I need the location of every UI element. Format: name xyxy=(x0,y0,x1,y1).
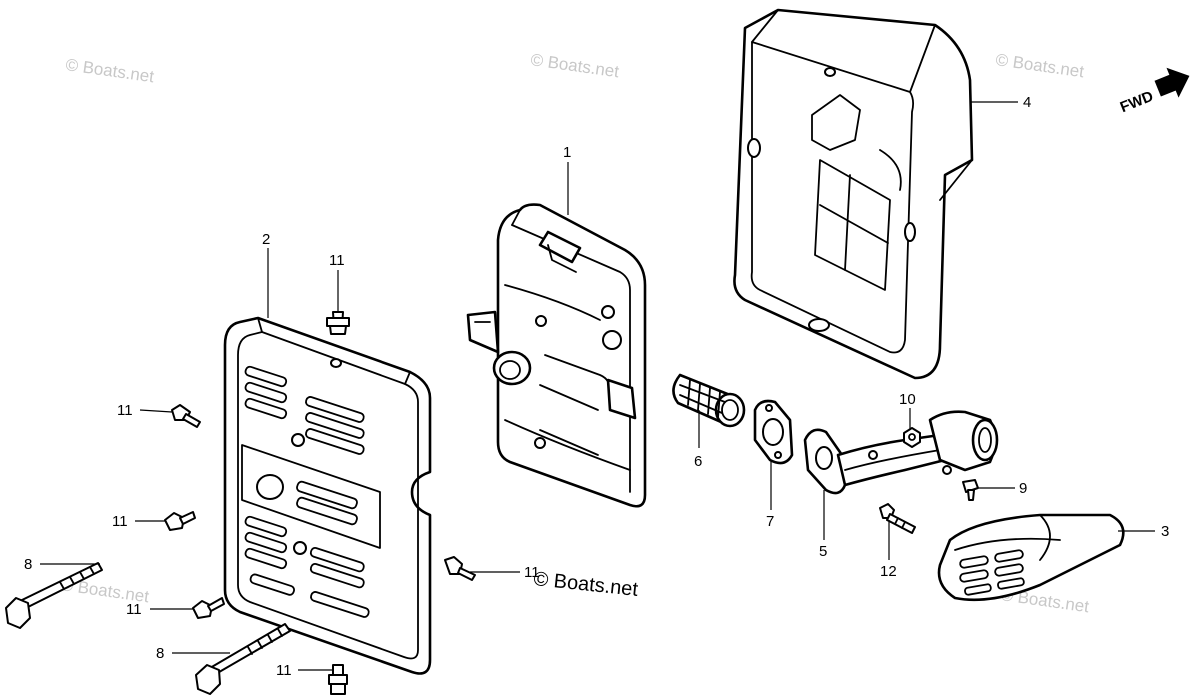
part-7-gasket xyxy=(753,399,794,465)
part-8-bolt-upper xyxy=(5,562,103,629)
part-11-bolt-b xyxy=(171,404,201,428)
part-4-muffler-cover xyxy=(733,8,974,380)
leader-lines xyxy=(40,101,1155,671)
part-2-muffler-protector xyxy=(223,316,432,675)
part-12-bolt xyxy=(879,503,916,534)
part-11-bolt-c xyxy=(164,511,196,531)
callout-11-b: 11 xyxy=(117,402,133,419)
callout-11-e: 11 xyxy=(276,662,292,679)
callout-7: 7 xyxy=(766,513,774,530)
watermark-top-left: © Boats.net xyxy=(64,55,155,86)
fwd-label: FWD xyxy=(1118,88,1156,117)
callout-5: 5 xyxy=(819,543,827,560)
part-3-deflector xyxy=(937,513,1125,602)
part-6-spark-arrester xyxy=(672,373,746,428)
fwd-arrow-icon xyxy=(1154,67,1190,98)
callout-4: 4 xyxy=(1023,94,1031,111)
watermark-top-right: © Boats.net xyxy=(994,50,1085,81)
fwd-direction-indicator: FWD xyxy=(1118,67,1190,117)
callout-11-d: 11 xyxy=(126,601,142,618)
callout-11-f: 11 xyxy=(524,564,540,581)
part-11-bolt-e xyxy=(328,664,348,695)
callout-11-a: 11 xyxy=(329,252,345,269)
callout-3: 3 xyxy=(1161,523,1169,540)
callout-2: 2 xyxy=(262,231,270,248)
callout-labels: 1 2 3 4 5 6 7 8 8 9 10 11 11 11 11 11 11… xyxy=(24,94,1169,679)
part-9-bolt xyxy=(962,479,979,501)
part-11-bolt-a xyxy=(326,311,350,335)
callout-8-lower: 8 xyxy=(156,645,164,662)
callout-8-upper: 8 xyxy=(24,556,32,573)
callout-6: 6 xyxy=(694,453,702,470)
part-10-nut xyxy=(903,427,921,448)
part-11-bolt-f xyxy=(444,556,476,581)
part-1-muffler xyxy=(466,203,647,508)
fasteners xyxy=(5,311,979,695)
callout-11-c: 11 xyxy=(112,513,128,530)
part-8-bolt-lower xyxy=(195,623,291,695)
callout-1: 1 xyxy=(563,144,571,161)
callout-9: 9 xyxy=(1019,480,1027,497)
watermark-center: © Boats.net xyxy=(532,568,639,601)
part-11-bolt-d xyxy=(192,597,225,619)
part-5-exhaust-pipe xyxy=(803,410,999,495)
callout-12: 12 xyxy=(880,563,897,580)
watermark-top-center: © Boats.net xyxy=(529,50,620,81)
callout-10: 10 xyxy=(899,391,916,408)
